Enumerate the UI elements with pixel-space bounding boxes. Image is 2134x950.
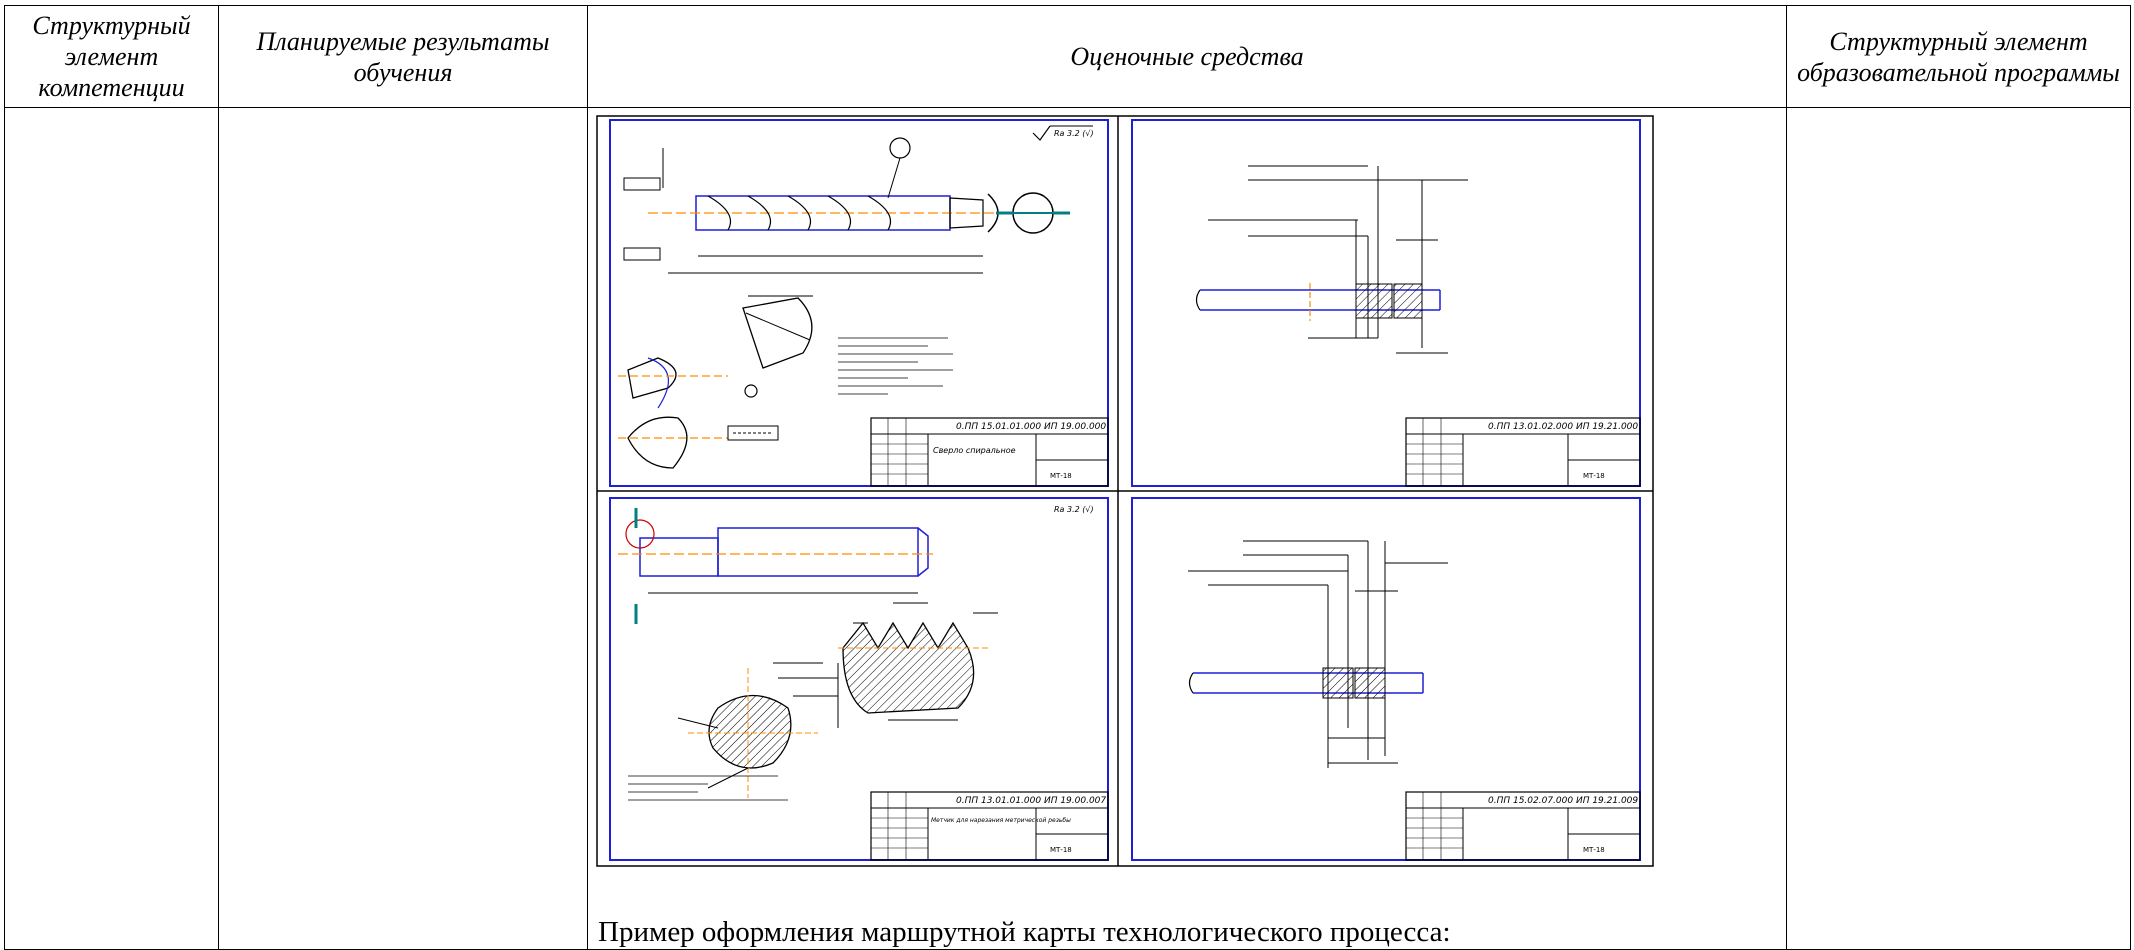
drawings-collage: 0.ПП 15.01.01.000 ИП 19.00.000 Сверло сп… <box>588 108 1786 878</box>
header-structural-element: Структурный элемент компетенции <box>4 5 219 108</box>
turning-code: 0.ПП 13.01.02.000 ИП 19.21.000 <box>1488 422 1638 432</box>
drill-group: МТ-18 <box>1050 472 1072 480</box>
drill-code: 0.ПП 15.01.01.000 ИП 19.00.000 <box>956 422 1106 432</box>
technical-drawings-image: 0.ПП 15.01.01.000 ИП 19.00.000 Сверло сп… <box>596 115 1654 867</box>
turning-scheme-sheet <box>1131 119 1641 487</box>
drill-roughness: Ra 3.2 (√) <box>1054 129 1094 138</box>
route-card-caption: Пример оформления маршрутной карты техно… <box>598 916 1451 948</box>
cell-planned-results <box>218 107 588 950</box>
tap-code: 0.ПП 13.01.01.000 ИП 19.00.007 <box>956 796 1106 806</box>
drill-drawing-sheet <box>609 119 1109 487</box>
cell-program-element <box>1786 107 2131 950</box>
competence-table: Структурный элемент компетенции Планируе… <box>4 5 2131 950</box>
grinding-scheme-sheet <box>1131 497 1641 861</box>
turning-group: МТ-18 <box>1583 472 1605 480</box>
cell-assessment-tools: 0.ПП 15.01.01.000 ИП 19.00.000 Сверло сп… <box>587 107 1787 950</box>
tap-roughness: Ra 3.2 (√) <box>1054 505 1094 514</box>
grinding-code: 0.ПП 15.02.07.000 ИП 19.21.009 <box>1488 796 1638 806</box>
tap-group: МТ-18 <box>1050 846 1072 854</box>
cell-structural-element <box>4 107 219 950</box>
header-assessment-tools: Оценочные средства <box>587 5 1787 108</box>
tap-drawing-sheet <box>609 497 1109 861</box>
grinding-group: МТ-18 <box>1583 846 1605 854</box>
tap-title: Метчик для нарезания метрической резьбы <box>931 817 1071 824</box>
drill-title: Сверло спиральное <box>933 446 1016 455</box>
header-program-element: Структурный элемент образовательной прог… <box>1786 5 2131 108</box>
header-planned-results: Планируемые результаты обучения <box>218 5 588 108</box>
